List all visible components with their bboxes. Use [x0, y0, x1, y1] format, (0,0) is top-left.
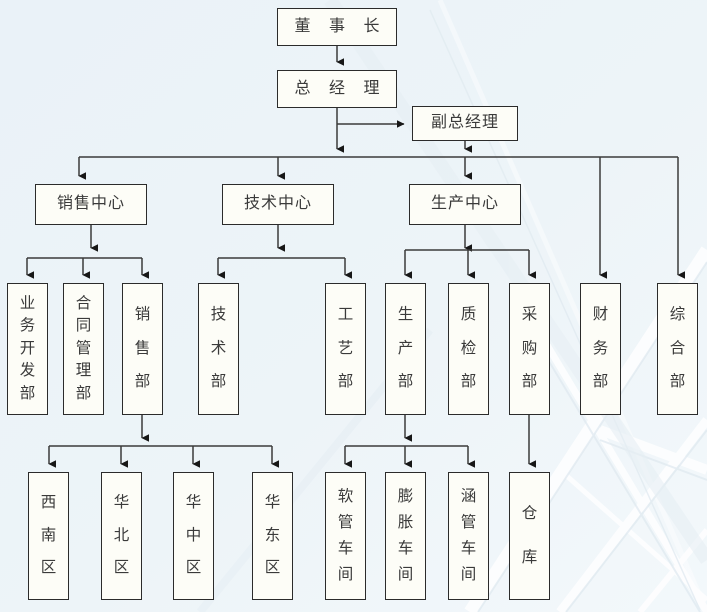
glyph: 艺	[337, 339, 354, 357]
glyph: 华	[113, 494, 130, 512]
glyph: 术	[210, 339, 227, 357]
node-tech-center-label: 技术中心	[243, 195, 312, 213]
node-tech-center[interactable]: 技术中心	[222, 184, 334, 225]
node-craft-dept[interactable]: 工艺部	[325, 283, 366, 415]
node-general-manager[interactable]: 总 经 理	[277, 70, 397, 108]
node-general-affairs-dept[interactable]: 综合部	[657, 283, 698, 415]
node-sales-dept[interactable]: 销售部	[122, 283, 163, 415]
glyph: 区	[40, 559, 57, 577]
node-purchasing-dept[interactable]: 采购部	[509, 283, 550, 415]
glyph: 北	[113, 526, 130, 544]
glyph: 管	[460, 513, 477, 531]
glyph: 检	[460, 339, 477, 357]
glyph: 中	[185, 526, 202, 544]
glyph: 发	[19, 362, 36, 380]
glyph: 部	[521, 373, 538, 391]
glyph: 南	[40, 526, 57, 544]
glyph: 东	[264, 526, 281, 544]
glyph: 销	[134, 306, 151, 324]
node-technology-dept[interactable]: 技术部	[198, 283, 239, 415]
glyph: 部	[134, 373, 151, 391]
glyph: 华	[264, 494, 281, 512]
node-quality-inspection-dept[interactable]: 质检部	[448, 283, 489, 415]
node-chairman-label: 董 事 长	[294, 17, 387, 35]
glyph: 购	[521, 339, 538, 357]
glyph: 合	[669, 339, 686, 357]
glyph: 业	[19, 295, 36, 313]
glyph: 间	[460, 565, 477, 583]
glyph: 区	[264, 559, 281, 577]
glyph: 部	[592, 373, 609, 391]
node-hose-workshop[interactable]: 软管车间	[325, 472, 366, 600]
glyph: 财	[592, 306, 609, 324]
glyph: 区	[185, 559, 202, 577]
glyph: 车	[337, 539, 354, 557]
glyph: 部	[75, 384, 92, 402]
glyph: 库	[521, 548, 538, 566]
glyph: 同	[75, 317, 92, 335]
node-deputy-general-manager-label: 副总经理	[430, 114, 499, 132]
glyph: 生	[397, 306, 414, 324]
glyph: 西	[40, 494, 57, 512]
node-deputy-general-manager[interactable]: 副总经理	[412, 106, 518, 141]
glyph: 工	[337, 306, 354, 324]
node-general-manager-label: 总 经 理	[294, 79, 387, 97]
glyph: 部	[19, 384, 36, 402]
glyph: 合	[75, 295, 92, 313]
node-central-region[interactable]: 华中区	[173, 472, 214, 600]
glyph: 胀	[397, 513, 414, 531]
glyph: 华	[185, 494, 202, 512]
glyph: 综	[669, 306, 686, 324]
node-expansion-workshop[interactable]: 膨胀车间	[385, 472, 426, 600]
node-east-region[interactable]: 华东区	[252, 472, 293, 600]
glyph: 务	[19, 317, 36, 335]
node-sales-center[interactable]: 销售中心	[35, 184, 147, 225]
glyph: 涵	[460, 487, 477, 505]
glyph: 间	[397, 565, 414, 583]
glyph: 管	[337, 513, 354, 531]
glyph: 部	[669, 373, 686, 391]
glyph: 车	[460, 539, 477, 557]
glyph: 部	[460, 373, 477, 391]
node-finance-dept[interactable]: 财务部	[580, 283, 621, 415]
node-southwest-region[interactable]: 西南区	[28, 472, 69, 600]
node-warehouse[interactable]: 仓库	[509, 472, 550, 600]
glyph: 采	[521, 306, 538, 324]
node-contract-management-dept[interactable]: 合同管理部	[63, 283, 104, 415]
glyph: 技	[210, 306, 227, 324]
glyph: 管	[75, 339, 92, 357]
glyph: 部	[397, 373, 414, 391]
glyph: 车	[397, 539, 414, 557]
glyph: 务	[592, 339, 609, 357]
glyph: 质	[460, 306, 477, 324]
glyph: 软	[337, 487, 354, 505]
glyph: 仓	[521, 505, 538, 523]
node-chairman[interactable]: 董 事 长	[277, 8, 397, 46]
node-production-center-label: 生产中心	[430, 195, 499, 213]
glyph: 区	[113, 559, 130, 577]
node-business-development-dept[interactable]: 业务开发部	[7, 283, 48, 415]
glyph: 开	[19, 339, 36, 357]
node-culvert-workshop[interactable]: 涵管车间	[448, 472, 489, 600]
node-north-region[interactable]: 华北区	[101, 472, 142, 600]
glyph: 部	[210, 373, 227, 391]
node-sales-center-label: 销售中心	[56, 195, 125, 213]
glyph: 产	[397, 339, 414, 357]
node-production-center[interactable]: 生产中心	[409, 184, 521, 225]
glyph: 部	[337, 373, 354, 391]
glyph: 售	[134, 339, 151, 357]
glyph: 理	[75, 362, 92, 380]
node-production-dept[interactable]: 生产部	[385, 283, 426, 415]
glyph: 膨	[397, 487, 414, 505]
glyph: 间	[337, 565, 354, 583]
